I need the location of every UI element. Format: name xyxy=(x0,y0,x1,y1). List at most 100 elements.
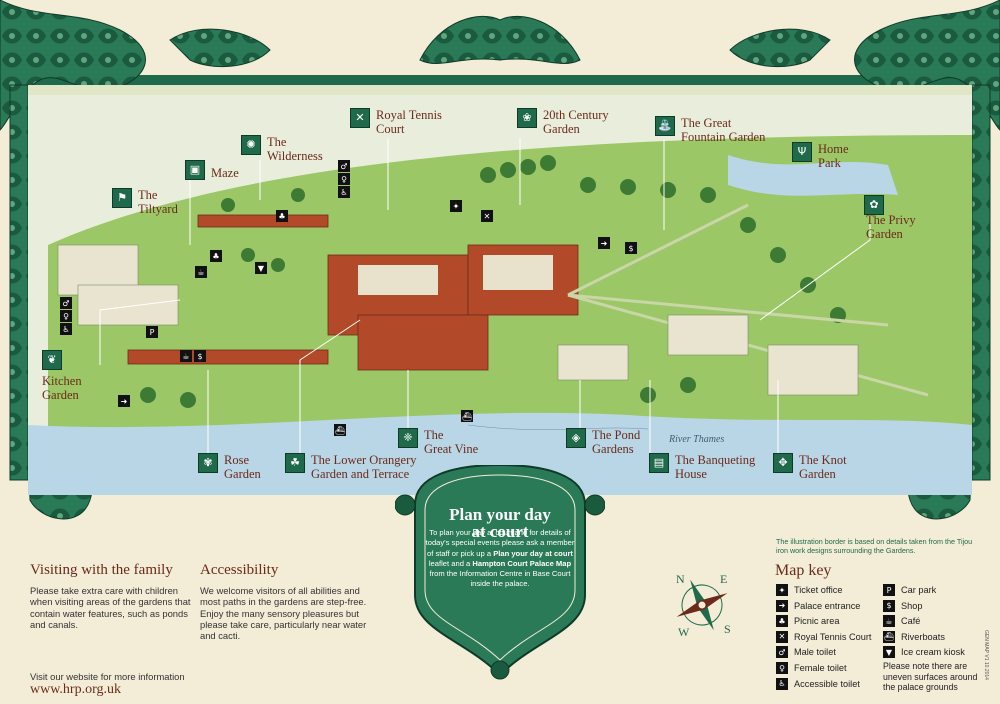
map-key-label: Ticket office xyxy=(794,585,843,595)
map-riverboat-icon: ⛴ xyxy=(461,410,473,422)
map-key-item: ♀Female toilet xyxy=(776,662,847,674)
ice-cream-icon: ▼ xyxy=(883,646,895,659)
riverboat-icon: ⛴ xyxy=(883,630,895,643)
map-key-label: Accessible toilet xyxy=(794,678,860,689)
map-key-item: ⛴ Riverboats xyxy=(883,630,945,643)
website-link[interactable]: www.hrp.org.uk xyxy=(30,682,121,697)
cartouche-text-2: leaflet and a xyxy=(428,558,473,568)
label-tiltyard: ⚑ The Tiltyard xyxy=(112,188,178,216)
map-key-item: $Shop xyxy=(883,599,923,612)
map-key-item: ☕Café xyxy=(883,615,920,628)
label-great-vine: ❈ The Great Vine xyxy=(398,428,478,456)
garden-icon: ❀ xyxy=(517,108,537,128)
cartouche-text: To plan your day at court and for detail… xyxy=(425,528,575,590)
map-cafe-icon: ☕ xyxy=(180,350,192,362)
map-toilet-icon: ♀ xyxy=(60,310,72,322)
vine-icon: ❈ xyxy=(398,428,418,448)
label-wilderness: ✺ The Wilderness xyxy=(241,135,323,163)
map-picnic-icon: ♣ xyxy=(210,250,222,262)
map-key-label: Picnic area xyxy=(794,616,840,627)
cartouche-shield xyxy=(395,465,605,680)
wilderness-text: The Wilderness xyxy=(267,135,323,163)
border-note: The illustration border is based on deta… xyxy=(776,537,973,555)
tiltyard-text: The Tiltyard xyxy=(138,188,178,216)
map-cafe-icon: ☕ xyxy=(195,266,207,278)
accessible-toilet-icon: ♿ xyxy=(776,677,788,690)
deer-icon: Ψ xyxy=(792,142,812,162)
label-privy-garden: ✿The Privy Garden xyxy=(864,195,916,241)
female-toilet-icon: ♀ xyxy=(776,662,788,674)
family-title: Visiting with the family xyxy=(30,562,173,578)
fountain-icon: ⛲ xyxy=(655,116,675,136)
map-key-item: ✕ Royal Tennis Court xyxy=(776,630,872,643)
map-ticket-icon: ✦ xyxy=(450,200,462,212)
label-maze: ▣ Maze xyxy=(185,160,239,180)
map-key-label: Riverboats xyxy=(901,631,945,642)
map-key-item: ♿ Accessible toilet xyxy=(776,677,860,690)
map-key-item: ♂Male toilet xyxy=(776,646,836,659)
map-key-item: ✦ Ticket office xyxy=(776,584,843,596)
knot-garden-text: The Knot Garden xyxy=(799,453,847,481)
map-key-label: Palace entrance xyxy=(794,600,861,611)
map-key-label: Royal Tennis Court xyxy=(794,631,872,642)
great-vine-text: The Great Vine xyxy=(424,428,479,456)
privy-garden-text: The Privy Garden xyxy=(866,213,916,241)
website-note: Visit our website for more information xyxy=(30,671,185,682)
tennis-icon: ✕ xyxy=(776,630,788,643)
parterre-icon: ✿ xyxy=(864,195,884,215)
compass-w: W xyxy=(678,625,690,639)
family-text: Please take extra care with children whe… xyxy=(30,585,191,630)
orangery-icon: ☘ xyxy=(285,453,305,473)
map-picnic-icon: ♣ xyxy=(276,210,288,222)
label-knot-garden: ✥The Knot Garden xyxy=(773,453,847,481)
map-key-label: Shop xyxy=(901,600,923,611)
map-key-item: ➜Palace entrance xyxy=(776,599,861,612)
map-key-item: ▼ Ice cream kiosk xyxy=(883,646,965,659)
map-riverboat-icon: ⛴ xyxy=(334,424,346,436)
rose-icon: ✾ xyxy=(198,453,218,473)
tiltyard-icon: ⚑ xyxy=(112,188,132,208)
maze-text: Maze xyxy=(211,166,239,180)
map-palace-entrance-icon: ➜ xyxy=(118,395,130,407)
pond-gardens-text: The Pond Gardens xyxy=(592,428,641,456)
cartouche-text-3: from the Information Centre in Base Cour… xyxy=(429,569,571,589)
building-icon: ▤ xyxy=(649,453,669,473)
label-royal-tennis-court: ✕Royal Tennis Court xyxy=(350,108,442,136)
map-palace-entrance-icon: ➜ xyxy=(598,237,610,249)
map-toilet-icon: ♂ xyxy=(60,297,72,309)
map-toilet-icon: ♂ xyxy=(338,160,350,172)
map-key-label: Car park xyxy=(901,585,937,595)
maze-icon: ▣ xyxy=(185,160,205,180)
map-accessible-icon: ♿ xyxy=(60,323,72,335)
cartouche-bold-2: Hampton Court Palace Map xyxy=(472,558,572,568)
map-shop-icon: $ xyxy=(625,242,637,254)
map-key-label: Male toilet xyxy=(794,647,836,658)
map-accessible-icon: ♿ xyxy=(338,186,350,198)
label-great-fountain-garden: ⛲ The Great Fountain Garden xyxy=(655,116,765,144)
pond-icon: ◈ xyxy=(566,428,586,448)
cartouche-title: Plan your day at court xyxy=(449,505,551,541)
compass-e: E xyxy=(720,572,728,586)
map-key-label: Ice cream kiosk xyxy=(901,647,965,658)
map-tennis-icon: ✕ xyxy=(481,210,493,222)
map-car-park-icon: P xyxy=(146,326,158,338)
river-thames-text: River Thames xyxy=(669,434,725,445)
great-fountain-garden-text: The Great Fountain Garden xyxy=(681,116,766,144)
label-rose-garden: ✾Rose Garden xyxy=(198,453,261,481)
vegetable-icon: ❦ xyxy=(42,350,62,370)
compass-s: S xyxy=(724,622,731,636)
accessibility-text: We welcome visitors of all abilities and… xyxy=(200,585,367,642)
tree-icon: ✺ xyxy=(241,135,261,155)
map-key-title: Map key xyxy=(775,562,832,579)
picnic-icon: ♣ xyxy=(776,615,788,628)
label-banqueting-house: ▤The Banqueting House xyxy=(649,453,755,481)
ticket-icon: ✦ xyxy=(776,584,788,596)
cartouche-text-1: To plan your day at court and for detail… xyxy=(425,528,575,558)
cartouche-bold-1: Plan your day at court xyxy=(493,548,573,558)
tennis-icon: ✕ xyxy=(350,108,370,128)
family-section: Visiting with the family Please take ext… xyxy=(30,562,195,630)
map-key-note: Please note there are uneven surfaces ar… xyxy=(883,661,978,692)
